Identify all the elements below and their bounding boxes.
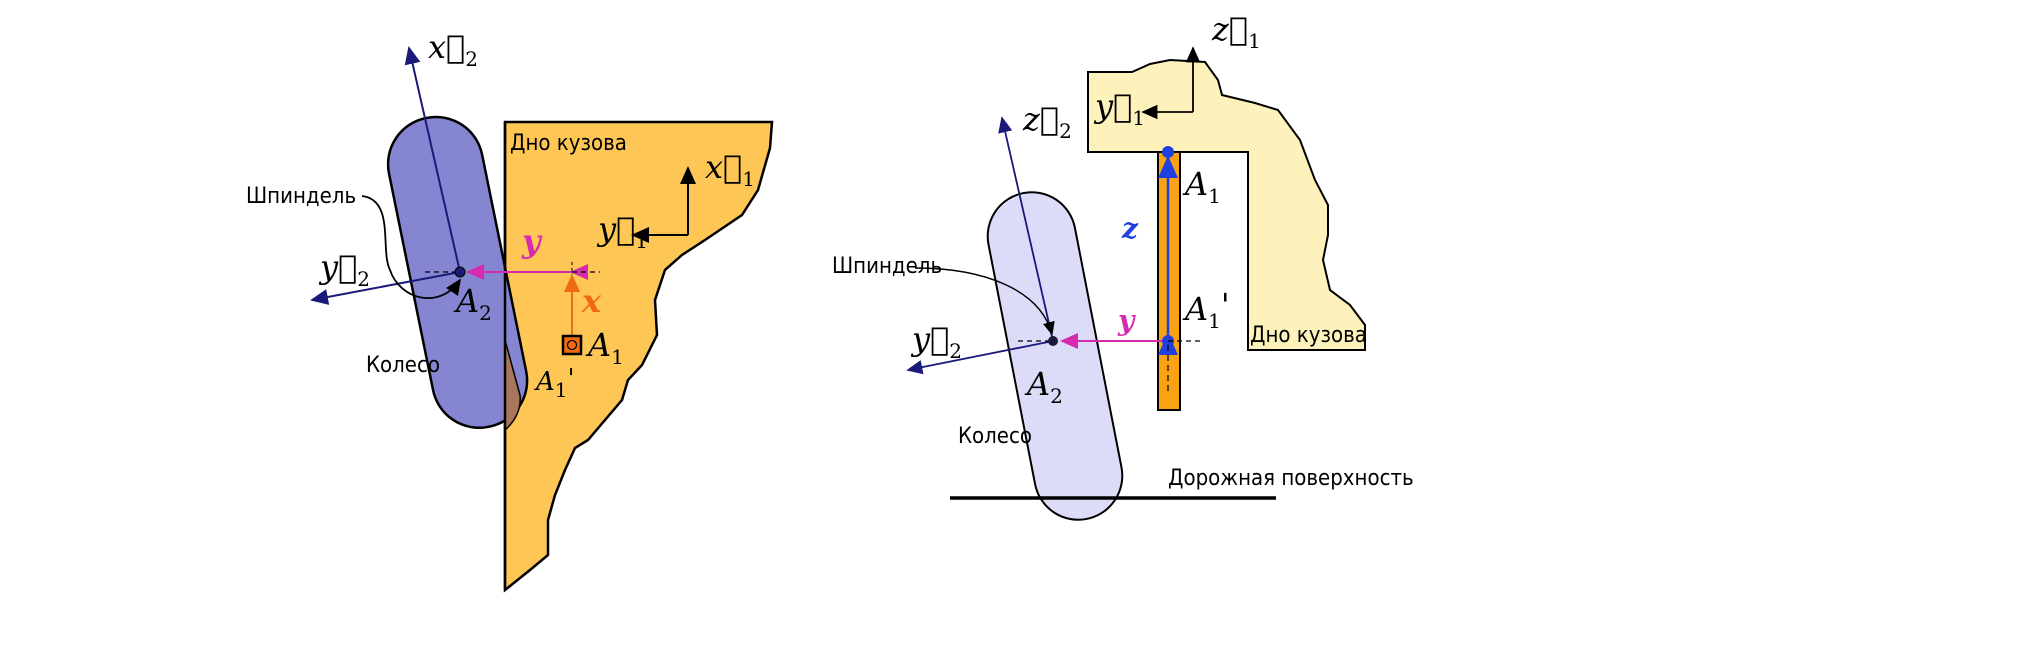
y2-label: y⃗2 <box>318 248 370 291</box>
point-a1-mount <box>561 334 583 356</box>
z2-label: z⃗2 <box>1022 100 1072 143</box>
z-dimension-label: z <box>1121 212 1139 245</box>
wheel-label: Колесо <box>958 424 1032 449</box>
z2-axis <box>998 116 1054 342</box>
front-view-diagram: Дно кузова Шпиндель Колесо Дорожная пове… <box>832 10 1414 521</box>
y2-label: y⃗2 <box>910 320 962 363</box>
body-label: Дно кузова <box>510 131 627 156</box>
top-view-diagram: Дно кузова Шпиндель Колесо x⃗2 y⃗2 x⃗1 y… <box>246 28 774 593</box>
y1-label: y⃗1 <box>1093 87 1145 130</box>
y2-axis <box>310 271 461 305</box>
a1-prime-label: A1' <box>534 364 575 402</box>
x-dimension-label: x <box>581 282 602 320</box>
spindle-label: Шпиндель <box>832 254 942 279</box>
y2-axis <box>906 340 1054 375</box>
spindle-leader <box>914 267 1055 336</box>
y-dimension-label: y <box>1117 304 1136 337</box>
x2-axis <box>404 46 461 273</box>
point-a2 <box>454 266 466 278</box>
wheel <box>986 191 1124 521</box>
y-dimension-label: y <box>521 222 543 260</box>
a1-label: A1 <box>585 326 624 369</box>
a2-label: A2 <box>1024 365 1063 408</box>
y1-label: y⃗1 <box>596 210 648 253</box>
point-a1 <box>1162 146 1174 158</box>
point-a2 <box>1048 336 1058 346</box>
spindle-leader <box>361 195 462 299</box>
z1-label: z⃗1 <box>1211 10 1261 53</box>
x2-label: x⃗2 <box>428 28 478 71</box>
a2-label: A2 <box>453 282 492 325</box>
spindle-label: Шпиндель <box>246 184 356 209</box>
a1-label: A1 <box>1182 165 1221 208</box>
body-label: Дно кузова <box>1250 323 1367 348</box>
wheel-label: Колесо <box>366 353 440 378</box>
a1-prime-label: A1' <box>1182 286 1230 333</box>
car-body-floor <box>503 120 774 593</box>
x1-label: x⃗1 <box>705 148 755 191</box>
road-label: Дорожная поверхность <box>1168 466 1414 491</box>
